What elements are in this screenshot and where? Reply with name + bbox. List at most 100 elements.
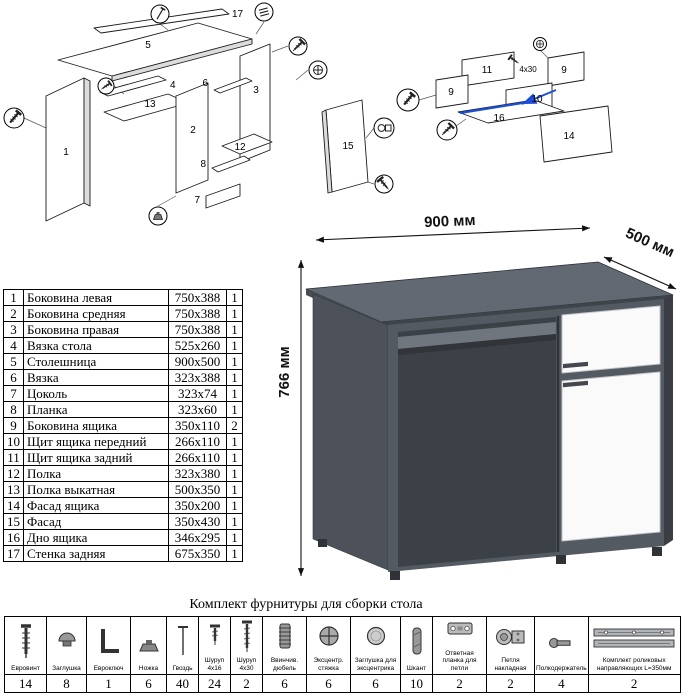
fastener-callouts: [3, 2, 395, 226]
desk-right-side-sliver: [664, 295, 673, 546]
part-15-door-edge: [321, 109, 333, 194]
hardware-item-qty: 4: [534, 674, 589, 693]
part-qty: 1: [226, 321, 243, 338]
hardware-item-qty: 40: [166, 674, 199, 693]
width-dimension-label: 900 мм: [424, 212, 476, 231]
roller-guides-icon: [593, 628, 675, 648]
part-label-15: 15: [342, 141, 354, 152]
part-qty: 1: [226, 369, 243, 386]
part-label-7: 7: [194, 195, 200, 206]
hardware-item-gvozd: Гвоздь: [166, 616, 199, 675]
part-size: 266x110: [168, 433, 227, 450]
part-2-middle-panel: [175, 82, 209, 194]
part-number: 17: [3, 545, 24, 562]
part-size: 750x388: [168, 289, 227, 306]
part-label-8: 8: [200, 159, 206, 170]
parts-table-row: 5 Столешница 900x500 1: [3, 353, 243, 370]
hardware-item-qty: 10: [400, 674, 433, 693]
part-size: 323x380: [168, 465, 227, 482]
part-label-17: 17: [232, 9, 244, 20]
hardware-item-name: Евровинт: [11, 664, 40, 672]
hardware-item-name: Ответная планка для петли: [442, 649, 477, 672]
part-size: 750x388: [168, 305, 227, 322]
hardware-qty-row: 14 8 1 6 40 24 2 6 6 6 10 2 2 4 2: [4, 674, 681, 693]
part-label-16: 16: [493, 113, 505, 124]
callout-leader-lines: [418, 49, 549, 127]
callout-screw-icon: [374, 174, 394, 194]
hinge-plate-icon: [447, 622, 472, 634]
callout-nail-icon: [150, 4, 170, 24]
part-size: 350x200: [168, 497, 227, 514]
part-label-14: 14: [563, 131, 575, 142]
cam-lock-icon: [318, 626, 339, 646]
part-number: 6: [3, 369, 24, 386]
desk-left-side-panel: [312, 293, 389, 571]
hardware-item-ekstsentr-styazhka: Эксцентр. стяжка: [306, 616, 351, 675]
part-size: 323x74: [168, 385, 227, 402]
cam-cover-icon: [366, 626, 385, 646]
hardware-item-polkoderzhatel: Полкодержатель: [534, 616, 589, 675]
cover-cap-icon: [57, 632, 76, 647]
part-name: Стенка задняя: [23, 545, 169, 562]
screw-size-note: 4x30: [519, 65, 537, 74]
part-5-desktop-edge: [111, 38, 253, 82]
hardware-item-name: Шуруп 4x16: [204, 657, 225, 672]
hardware-item-name: Шуруп 4x30: [236, 657, 257, 672]
part-number-labels: 17 5 4 13 1 2 3 6 12 8 7 15: [63, 9, 354, 206]
hardware-item-qty: 2: [486, 674, 535, 693]
drawer-parts: [435, 51, 613, 163]
part-12-shelf: [221, 133, 273, 155]
hardware-item-qty: 6: [350, 674, 401, 693]
parts-table-row: 17 Стенка задняя 675x350 1: [3, 545, 243, 562]
part-label-5: 5: [145, 40, 151, 51]
part-number: 13: [3, 481, 24, 498]
desk-leg: [390, 571, 400, 580]
fastener-callouts: [396, 37, 547, 141]
nail-icon: [177, 625, 188, 655]
part-9-drawer-side-right: [547, 51, 585, 87]
hardware-item-napravlyayushchie: Комплект роликовых направляющих L=350мм: [587, 616, 681, 675]
part-name: Щит ящика передний: [23, 433, 169, 450]
part-14-drawer-facade: [539, 105, 613, 163]
part-number: 4: [3, 337, 24, 354]
part-number: 3: [3, 321, 24, 338]
part-qty: 1: [226, 513, 243, 530]
parts-table-row: 6 Вязка 323x388 1: [3, 369, 243, 386]
callout-foot-icon: [148, 206, 168, 226]
part-label-12: 12: [234, 142, 246, 153]
drawer-exploded-diagram: 11 9 9 10 16 14 4x30: [396, 37, 613, 163]
part-name: Вязка: [23, 369, 169, 386]
part-name: Вязка стола: [23, 337, 169, 354]
part-number: 16: [3, 529, 24, 546]
part-16-drawer-bottom: [457, 99, 565, 124]
part-qty: 1: [226, 497, 243, 514]
confirmat-screw-icon: [20, 624, 31, 658]
part-label-6: 6: [202, 78, 208, 89]
depth-dimension-label: 500 мм: [623, 225, 677, 261]
part-size: 323x60: [168, 401, 227, 418]
hardware-items-row: Евровинт Заглушка Евроключ Ножка Гвоздь: [4, 616, 681, 675]
width-dimension-arrow: [315, 225, 591, 243]
part-number: 2: [3, 305, 24, 322]
desk-leg: [318, 539, 327, 547]
overlay-hinge-icon: [495, 629, 524, 645]
parts-table-row: 12 Полка 323x380 1: [3, 465, 243, 482]
furniture-foot-icon: [138, 639, 159, 652]
callout-screw-icon: [97, 77, 115, 95]
part-qty: 1: [226, 545, 243, 562]
hardware-item-otvetnaya-planka: Ответная планка для петли: [432, 616, 487, 675]
part-6-rail: [213, 77, 253, 94]
callout-cam-lock-icon: [533, 37, 547, 51]
part-qty: 1: [226, 481, 243, 498]
callout-confirmat-screw-icon: [396, 88, 420, 112]
part-qty: 1: [226, 449, 243, 466]
callout-guide-rail-icon: [254, 2, 274, 22]
part-qty: 1: [226, 305, 243, 322]
hardware-item-qty: 8: [46, 674, 87, 693]
hardware-item-name: Заглушка: [52, 664, 81, 672]
part-label-9b: 9: [561, 65, 567, 76]
part-qty: 1: [226, 433, 243, 450]
part-8-strip: [211, 155, 251, 173]
hardware-item-name: Полкодержатель: [536, 664, 587, 672]
